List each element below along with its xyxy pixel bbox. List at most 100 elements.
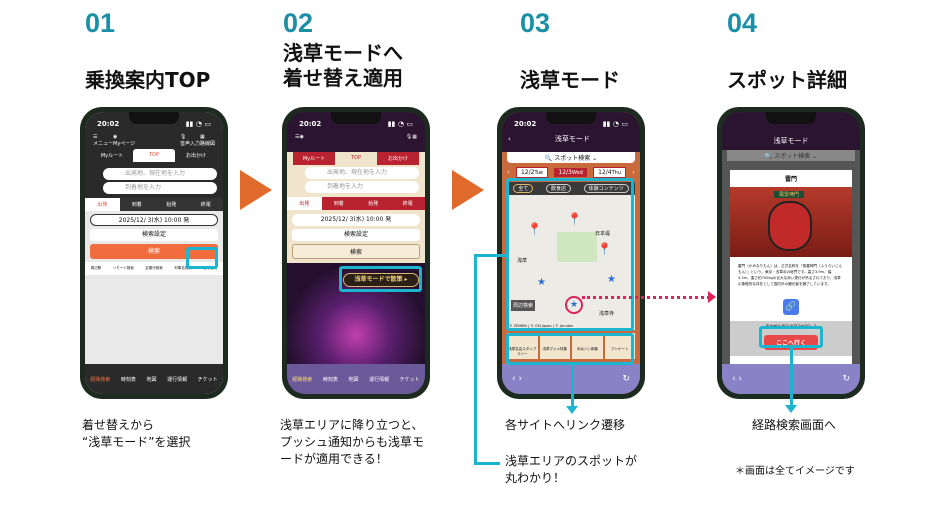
step4-caption: 経路検索画面へ (752, 418, 837, 432)
tab-myroute[interactable]: Myルート (293, 152, 335, 165)
tab-arrive[interactable]: 到着 (333, 201, 344, 207)
restaurant-pin-icon[interactable]: 📍 (527, 222, 542, 236)
from-input[interactable]: 出発地、現在地を入力 (103, 168, 217, 180)
menu-icon[interactable]: ☰ (295, 134, 300, 140)
browser-back-icon[interactable]: ‹ › (732, 374, 743, 384)
tab-timetable[interactable]: 時刻表 (322, 376, 338, 383)
tab-first[interactable]: 始発 (368, 201, 379, 207)
dotted-connector (582, 296, 710, 299)
status-time: 20:02 (514, 120, 537, 128)
tab-traffic[interactable]: 運行情報 (167, 376, 188, 383)
spot-search-dropdown[interactable]: 🔍 スポット検索 ⌄ (727, 150, 855, 161)
tab-top[interactable]: TOP (133, 149, 175, 162)
kaminarimon-photo: 風雷神門 (730, 187, 852, 257)
search-settings-button[interactable]: 検索設定 (292, 229, 420, 241)
step3-spots-caption: 浅草エリアのスポットが丸わかり！ (505, 454, 638, 485)
shortcut[interactable]: 周辺駅 (90, 266, 102, 270)
filter-experience[interactable]: 体験コンテンツ (583, 184, 629, 193)
mypage-icon[interactable]: ◉ (299, 134, 304, 140)
tab-depart[interactable]: 出発 (85, 198, 120, 211)
spot-description: 雷門（かみなりもん）は、正式名称を「風雷神門（ふうらいじんもん）」という、東京・… (738, 264, 843, 286)
arrow-down-icon (566, 406, 578, 414)
reload-icon[interactable]: ↻ (842, 374, 850, 384)
shortcut[interactable]: 列車名検索 (174, 266, 192, 270)
tab-depart[interactable]: 出発 (287, 197, 322, 210)
next-date-icon[interactable]: › (632, 169, 635, 176)
from-input[interactable]: 出発地、現在地を入力 (305, 167, 419, 179)
link-card[interactable]: 手ぬぐい体験 (572, 333, 603, 359)
browser-back-icon[interactable]: ‹ › (512, 374, 523, 384)
date-tab[interactable]: 12/4Thu (593, 167, 627, 178)
tab-timetable[interactable]: 時刻表 (120, 376, 136, 383)
nearby-search-button[interactable]: 周辺検索 (511, 300, 536, 311)
shortcut[interactable]: 定期代検索 (145, 266, 163, 270)
tab-ticket[interactable]: チケット (399, 376, 420, 383)
tab-last[interactable]: 終電 (200, 202, 211, 208)
link-icon[interactable]: 🔗 (783, 299, 799, 315)
step-title: スポット詳細 (727, 68, 847, 92)
header-title: 浅草モード (554, 135, 590, 143)
tab-map[interactable]: 地図 (348, 376, 359, 383)
selected-spot-pin-icon[interactable]: ★ (565, 296, 583, 314)
spot-pin-icon[interactable]: ★ (537, 277, 546, 288)
arrow-right-icon (240, 170, 272, 210)
datetime-select[interactable]: 2025/12/ 3(水) 10:00 発 (90, 214, 218, 226)
arrow-right-icon (452, 170, 484, 210)
step-number: 03 (520, 8, 551, 38)
step-number: 02 (283, 8, 314, 38)
link-card[interactable]: アンケート (604, 333, 635, 359)
map-icon[interactable]: ▦路線図 (199, 134, 215, 147)
map-icon[interactable]: ▦ (412, 134, 417, 140)
date-tab-selected[interactable]: 12/3Wed (554, 168, 587, 177)
connector-line (571, 365, 574, 407)
reload-icon[interactable]: ↻ (622, 374, 630, 384)
filter-all[interactable]: 全て (513, 184, 534, 193)
to-input[interactable]: 到着地を入力 (305, 181, 419, 193)
tab-route-search[interactable]: 経路検索 (292, 376, 313, 383)
phone-step1: 20:02▮▮ ◔ ▭ ☰メニュー ◉Myページ 🎙音声入力 ▦路線図 Myルー… (80, 107, 228, 399)
search-button[interactable]: 検索 (292, 244, 420, 259)
restaurant-pin-icon[interactable]: 📍 (567, 212, 582, 226)
highlight-box (759, 326, 823, 348)
tab-first[interactable]: 始発 (166, 202, 177, 208)
tab-odekake[interactable]: お出かけ (377, 152, 419, 165)
search-settings-button[interactable]: 検索設定 (90, 229, 218, 241)
shortcut[interactable]: リモート検索 (112, 266, 134, 270)
tab-route-search[interactable]: 経路検索 (90, 376, 111, 383)
mic-icon[interactable]: 🎙音声入力 (179, 134, 200, 147)
spot-name: 雷門 (784, 176, 797, 183)
date-tab[interactable]: 12/2Tue (515, 167, 548, 178)
tab-traffic[interactable]: 運行情報 (369, 376, 390, 383)
tab-last[interactable]: 終電 (402, 201, 413, 207)
tab-arrive[interactable]: 到着 (131, 202, 142, 208)
step1-caption: 着せ替えから“浅草モード”を選択 (82, 418, 191, 449)
tab-map[interactable]: 地図 (146, 376, 157, 383)
step-title: 乗換案内TOP (85, 68, 211, 92)
tab-top[interactable]: TOP (350, 155, 361, 161)
tab-odekake[interactable]: お出かけ (185, 153, 206, 159)
connector-line (790, 348, 793, 406)
step-title: 浅草モードへ 着せ替え適用 (283, 41, 403, 90)
highlight-box (506, 333, 634, 365)
filter-food[interactable]: 飲食店 (545, 184, 571, 193)
spot-search-dropdown[interactable]: 🔍 スポット検索 ⌄ (507, 152, 635, 163)
datetime-select[interactable]: 2025/12/ 3(水) 10:00 発 (292, 214, 420, 226)
mypage-icon[interactable]: ◉Myページ (113, 134, 136, 147)
menu-icon[interactable]: ☰メニュー (93, 134, 114, 147)
tab-ticket[interactable]: チケット (197, 376, 218, 383)
spot-map[interactable]: 全て 飲食店 体験コンテンツ 📍 📍 📍 ★ ★ ★ 浅草 浅草寺 日本堤 周辺… (507, 182, 635, 330)
restaurant-pin-icon[interactable]: 📍 (597, 242, 612, 256)
asakusa-mode-banner[interactable]: 浅草モードで散策 ▸ (343, 273, 419, 287)
link-card[interactable]: 浅草名店スタンプラリー (507, 333, 538, 359)
phone-step3: 20:02▮▮ ◔ ▭ ‹浅草モード 🔍 スポット検索 ⌄ ‹ 12/2Tue … (497, 107, 645, 399)
spot-pin-icon[interactable]: ★ (607, 274, 616, 285)
back-icon[interactable]: ‹ (508, 135, 511, 143)
mic-icon[interactable]: 🎙 (405, 134, 413, 140)
prev-date-icon[interactable]: ‹ (507, 169, 510, 176)
tab-myroute[interactable]: Myルート (100, 153, 124, 159)
link-card[interactable]: 浅草グルメ特集 (539, 333, 570, 359)
highlight-box (186, 247, 218, 269)
arrow-head-icon (708, 291, 716, 303)
connector-line (474, 254, 477, 464)
to-input[interactable]: 到着地を入力 (103, 182, 217, 194)
